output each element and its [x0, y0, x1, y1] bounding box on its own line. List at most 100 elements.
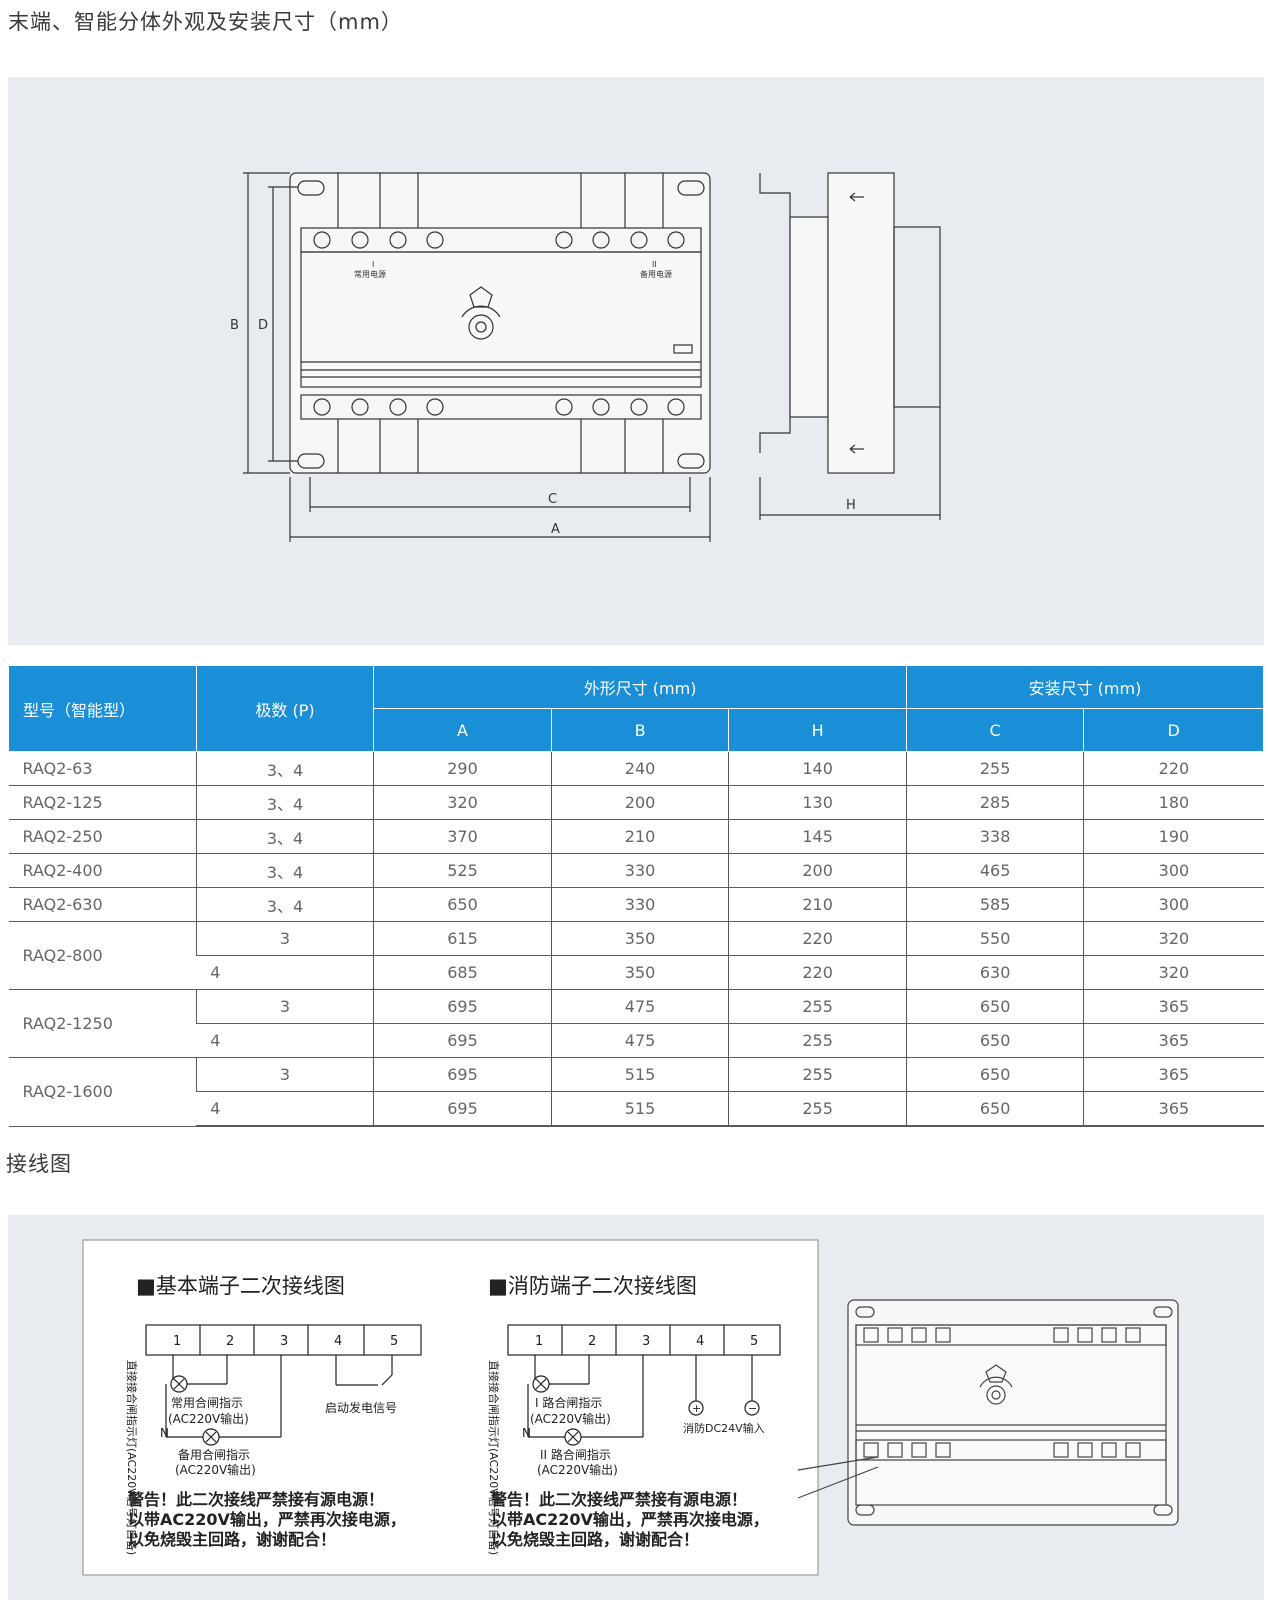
top-terminals: [313, 231, 685, 249]
cell-C: 550: [905, 921, 1084, 956]
cell-H: 255: [728, 1091, 907, 1127]
mount-slot: [677, 180, 705, 196]
roman-2-label: II: [652, 260, 657, 269]
terminal-label: 5: [390, 1334, 398, 1349]
cell-D: 300: [1083, 887, 1264, 922]
header-C: C: [905, 708, 1085, 752]
header-model: 型号（智能型）: [8, 665, 197, 752]
cell-C: 465: [905, 853, 1084, 888]
cell-A: 615: [373, 921, 552, 956]
cell-H: 255: [728, 1057, 907, 1092]
table-row: RAQ2-250 3、4 370 210 145 338 190: [8, 819, 1264, 854]
cell-A: 320: [373, 785, 552, 820]
side-body: [827, 172, 895, 474]
side-bracket: [759, 173, 791, 453]
line2-indicator-label: II 路合闸指示: [540, 1447, 611, 1462]
terminal-label: 1: [535, 1334, 543, 1349]
terminal-label: 4: [696, 1334, 704, 1349]
handle-knob: [468, 314, 494, 340]
side-handle-box: [893, 226, 941, 408]
warning-line: 警告！此二次接线严禁接有源电源！: [490, 1490, 747, 1509]
n-label: N: [522, 1426, 531, 1440]
line1-indicator-label: I 路合闸指示: [535, 1395, 602, 1410]
header-H: H: [728, 708, 907, 752]
cell-B: 330: [550, 887, 729, 922]
generator-signal-label: 启动发电信号: [325, 1400, 397, 1415]
bottom-terminals: [313, 398, 685, 416]
dim-H-label: H: [846, 498, 856, 513]
cell-D: 365: [1083, 1057, 1264, 1092]
dim-A-label: A: [551, 522, 560, 537]
cell-A: 695: [373, 989, 552, 1024]
plus-label: +: [692, 1402, 701, 1415]
cell-poles: 3、4: [195, 887, 374, 922]
cell-D: 180: [1083, 785, 1264, 820]
cell-B: 515: [550, 1057, 729, 1092]
cell-model: RAQ2-1250: [8, 989, 197, 1058]
cell-H: 200: [728, 853, 907, 888]
backup-output-label: (AC220V输出): [175, 1462, 256, 1477]
terminal-label: 5: [750, 1334, 758, 1349]
table-row: RAQ2-400 3、4 525 330 200 465 300: [8, 853, 1264, 888]
fire-terminal-strip: [507, 1324, 781, 1356]
cell-H: 140: [728, 751, 907, 786]
header-D: D: [1083, 708, 1264, 752]
cell-D: 190: [1083, 819, 1264, 854]
basic-title: ■基本端子二次接线图: [136, 1274, 345, 1298]
terminal-label: 4: [334, 1334, 342, 1349]
table-row: RAQ2-630 3、4 650 330 210 585 300: [8, 887, 1264, 922]
cell-A: 695: [373, 1057, 552, 1092]
cell-poles: 3: [195, 1057, 374, 1092]
minus-label: −: [748, 1402, 757, 1415]
cell-D: 300: [1083, 853, 1264, 888]
cell-C: 338: [905, 819, 1084, 854]
cell-C: 650: [905, 989, 1084, 1024]
side-label: 直接接合闸指示灯(AC220V信号灯自备): [487, 1360, 501, 1555]
dimension-table: 型号（智能型） 极数 (P) 外形尺寸 (mm) 安装尺寸 (mm) A B H…: [8, 665, 1265, 1127]
cell-H: 220: [728, 955, 907, 990]
cell-B: 475: [550, 989, 729, 1024]
handle-arc: [461, 305, 501, 318]
line1-output-label: (AC220V输出): [530, 1411, 611, 1426]
table-row: 4 695 475 255 650 365: [9, 1023, 1264, 1058]
page-title: 末端、智能分体外观及安装尺寸（mm）: [8, 10, 403, 34]
cell-A: 290: [373, 751, 552, 786]
cell-poles: 3、4: [195, 785, 374, 820]
wiring-diagram: ■基本端子二次接线图 1 2 3: [82, 1239, 1179, 1576]
mount-slot: [677, 453, 705, 469]
cell-B: 350: [550, 955, 729, 990]
side-plate: [789, 216, 829, 418]
device-illustration: [797, 1299, 1179, 1526]
cell-D: 365: [1083, 989, 1264, 1024]
cell-poles: 4: [196, 1023, 374, 1058]
header-B: B: [550, 708, 730, 752]
cell-A: 695: [373, 1091, 552, 1127]
header-outer: 外形尺寸 (mm): [373, 665, 907, 709]
cell-H: 220: [728, 921, 907, 956]
dim-D-label: D: [258, 318, 268, 333]
table-row: RAQ2-125 3、4 320 200 130 285 180: [8, 785, 1264, 820]
top-terminal-bar: [300, 227, 702, 253]
normal-indicator-label: 常用合闸指示: [171, 1395, 243, 1410]
fire-title: ■消防端子二次接线图: [488, 1274, 697, 1298]
cell-model: RAQ2-800: [8, 921, 197, 990]
basic-terminal-strip: [145, 1324, 422, 1356]
cell-model: RAQ2-1600: [8, 1057, 197, 1127]
cell-poles: 4: [196, 955, 374, 990]
cell-model: RAQ2-63: [8, 751, 197, 786]
wiring-panel: ■基本端子二次接线图 1 2 3: [8, 1215, 1264, 1600]
cell-model: RAQ2-250: [8, 819, 197, 854]
warning-line: 以带AC220V输出，严禁再次接电源，: [491, 1510, 769, 1529]
table-row: 4 695 515 255 650 365: [9, 1091, 1264, 1127]
header-A: A: [373, 708, 552, 752]
power-normal-label: 常用电源: [354, 269, 386, 279]
header-install: 安装尺寸 (mm): [905, 665, 1265, 709]
plus-terminal-icon: [688, 1400, 704, 1416]
cell-A: 525: [373, 853, 552, 888]
basic-wiring-diagram: ■基本端子二次接线图 1 2 3: [125, 1274, 422, 1555]
fire-wiring-diagram: ■消防端子二次接线图 1 2: [487, 1274, 781, 1555]
cell-poles: 3、4: [195, 853, 374, 888]
cell-B: 210: [550, 819, 729, 854]
dim-B-label: B: [230, 318, 239, 333]
terminal-label: 2: [226, 1334, 234, 1349]
